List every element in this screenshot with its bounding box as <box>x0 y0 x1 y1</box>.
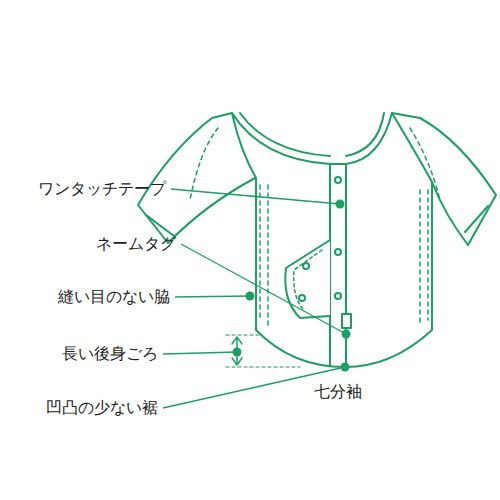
lifted-front-flap <box>285 240 330 318</box>
snap <box>335 249 341 255</box>
leader-line <box>175 296 250 297</box>
snap <box>335 177 341 183</box>
leader-dot <box>341 363 350 372</box>
snap <box>303 263 309 269</box>
part-label: 縫い目のない脇 <box>58 288 170 306</box>
left-cuff-line <box>146 215 174 236</box>
sleeve-label: 七分袖 <box>314 383 362 401</box>
side-stitch <box>427 190 429 320</box>
snap <box>335 293 341 299</box>
leader-line <box>171 189 340 204</box>
neck-binding <box>240 113 330 156</box>
side-stitch <box>259 185 261 320</box>
dimension-arrowhead <box>232 337 242 365</box>
flap-stitching <box>294 250 322 310</box>
sleeve-stitch <box>190 128 218 200</box>
name-tag <box>342 314 351 328</box>
leader-dot <box>336 200 345 209</box>
shirt-body <box>232 113 432 367</box>
leader-line <box>163 352 237 354</box>
leader-dot <box>246 292 255 301</box>
part-label: ワンタッチテープ <box>38 180 166 198</box>
part-label: 凹凸の少ない裾 <box>46 399 158 417</box>
side-stitch <box>267 185 269 325</box>
neck-binding <box>346 113 384 156</box>
part-label: ネームタグ <box>96 235 176 253</box>
leader-dot <box>342 330 351 339</box>
snap <box>299 295 305 301</box>
right-cuff-line <box>465 206 488 232</box>
side-stitch <box>419 190 421 325</box>
leader-line <box>181 244 346 334</box>
part-label: 長い後身ごろ <box>62 345 158 363</box>
sleeve-stitch <box>410 128 440 200</box>
leader-dot <box>233 348 242 357</box>
dimension-line <box>226 335 300 367</box>
